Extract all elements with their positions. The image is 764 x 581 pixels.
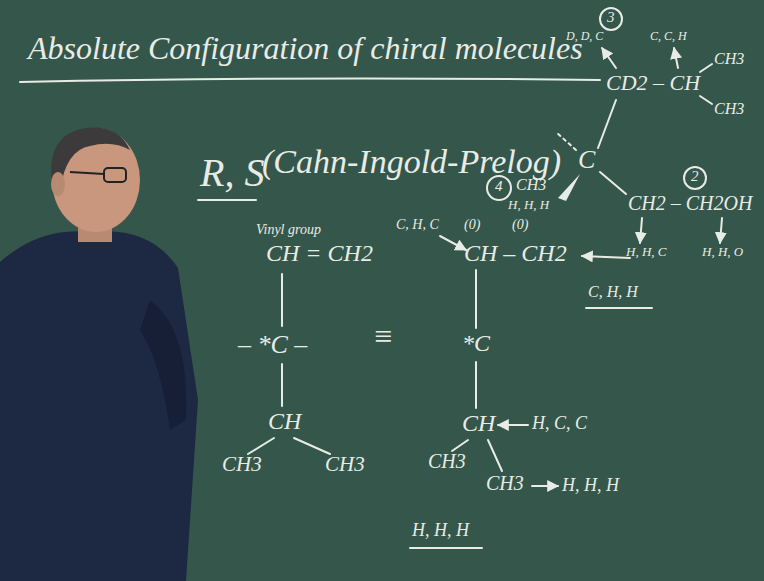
chalk-text: CH xyxy=(462,410,495,438)
chalk-text: CH3 xyxy=(714,100,744,118)
head xyxy=(52,128,140,232)
bond xyxy=(248,438,274,454)
chalk-text: 4 xyxy=(495,178,503,195)
chalk-text: H, C, C xyxy=(532,413,587,434)
priority-arrow xyxy=(640,218,642,243)
chalk-text: D, D, C xyxy=(566,30,603,44)
priority-arrow xyxy=(498,424,528,426)
arm xyxy=(140,300,186,430)
underline xyxy=(410,547,482,549)
chalk-text: (Cahn-Ingold-Prelog) xyxy=(262,142,561,181)
bond xyxy=(700,64,712,72)
chalk-text: (0) xyxy=(464,217,480,233)
lecturer xyxy=(0,127,198,581)
circle-mark xyxy=(684,167,706,189)
chalk-text: CH3 xyxy=(222,452,262,476)
chalk-text: CH – CH2 xyxy=(464,240,567,268)
ear xyxy=(51,172,65,196)
chalk-text: C, H, H xyxy=(588,283,638,301)
priority-arrow xyxy=(720,218,722,243)
bond xyxy=(475,270,477,328)
chalk-text: CH xyxy=(268,408,301,436)
wedge-bond xyxy=(558,174,580,201)
bond xyxy=(475,362,477,408)
chalk-text: 2 xyxy=(691,168,699,185)
chalk-text: – *C – xyxy=(238,330,307,360)
bond xyxy=(700,96,712,104)
chalk-text: H, H, H xyxy=(412,520,469,541)
chalk-text: (0) xyxy=(512,217,528,233)
chalk-text: H, H, C xyxy=(626,245,666,260)
priority-arrow xyxy=(440,236,466,250)
chalk-text: H, H, H xyxy=(562,475,619,496)
priority-arrow xyxy=(582,256,630,258)
chalk-text: R, S xyxy=(200,150,264,196)
bond xyxy=(488,440,502,471)
chalk-text: CH2 – CH2OH xyxy=(628,192,752,215)
chalk-text: *C xyxy=(462,330,490,358)
title-underline xyxy=(20,78,600,82)
underline xyxy=(586,307,652,309)
chalk-text: C, H, C xyxy=(396,217,439,233)
chalk-text: Vinyl group xyxy=(256,222,321,238)
chalk-text: H, H, H xyxy=(508,198,549,213)
underline xyxy=(198,199,256,201)
chalk-text: C, C, H xyxy=(650,30,687,44)
bond xyxy=(452,440,468,451)
bond xyxy=(281,274,283,326)
bond xyxy=(598,100,616,148)
shirt xyxy=(0,231,198,581)
chalk-text: 3 xyxy=(607,9,615,26)
board-title: Absolute Configuration of chiral molecul… xyxy=(28,30,583,67)
bond xyxy=(600,172,626,194)
chalk-text: CD2 – CH xyxy=(606,70,700,95)
chalk-text: CH = CH2 xyxy=(266,240,373,268)
chalk-text: H, H, O xyxy=(702,245,743,260)
chalk-text: ≡ xyxy=(372,318,394,355)
chalk-text: CH3 xyxy=(428,450,466,473)
lens xyxy=(104,168,126,182)
chalk-text: CH3 xyxy=(486,472,524,495)
chalk-text: CH3 xyxy=(325,452,365,476)
chalk-text: C xyxy=(578,145,595,175)
bond xyxy=(294,438,330,454)
temple xyxy=(70,172,104,174)
chalk-text: CH3 xyxy=(516,176,546,194)
priority-arrow xyxy=(602,48,616,68)
glasses xyxy=(70,168,126,182)
priority-arrow xyxy=(674,48,678,68)
priority-arrow xyxy=(532,485,558,487)
bond xyxy=(281,364,283,406)
chalk-text: CH3 xyxy=(714,50,744,68)
circle-mark xyxy=(600,8,622,30)
